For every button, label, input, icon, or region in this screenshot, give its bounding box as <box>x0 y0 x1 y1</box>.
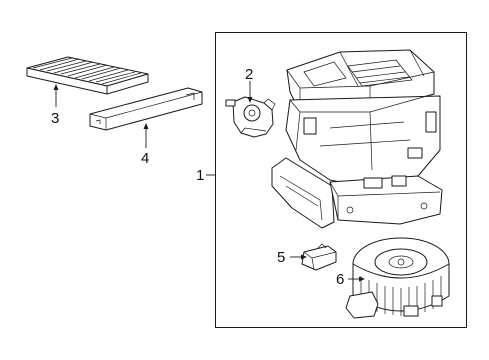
leader-lines <box>55 81 362 280</box>
callout-5: 5 <box>277 249 285 266</box>
arrow-2 <box>247 97 253 103</box>
callout-1: 1 <box>196 167 204 184</box>
callout-2: 2 <box>245 66 253 83</box>
blower-motor-part[interactable] <box>345 237 450 319</box>
arrow-5 <box>301 254 307 260</box>
blower-resistor-part[interactable] <box>301 243 337 271</box>
arrow-3 <box>53 84 59 90</box>
callout-6: 6 <box>336 271 344 288</box>
hvac-case-part[interactable] <box>271 49 443 229</box>
arrow-6 <box>359 276 365 282</box>
assembly-frame <box>215 32 467 328</box>
filter-cover-part[interactable] <box>89 87 203 131</box>
callout-4: 4 <box>141 150 149 167</box>
cabin-filter-part[interactable] <box>26 56 149 95</box>
actuator-part[interactable] <box>225 96 276 138</box>
leader-arrowheads <box>53 84 365 282</box>
arrow-4 <box>143 123 149 129</box>
callout-3: 3 <box>51 110 59 127</box>
